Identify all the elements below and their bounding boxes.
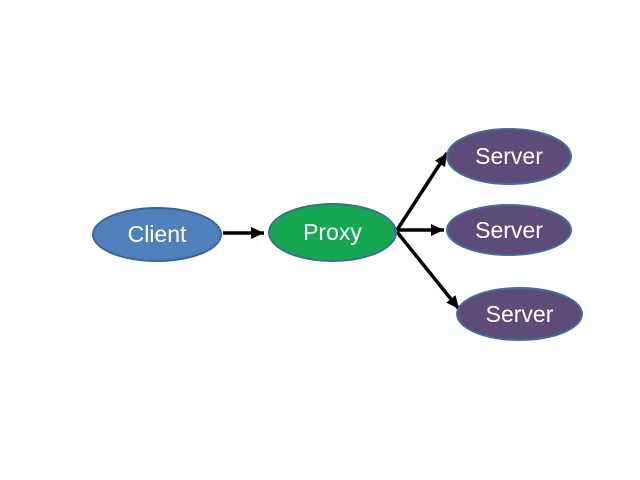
- node-server-3: Server: [456, 287, 583, 341]
- node-server-2: Server: [446, 204, 572, 256]
- node-client-label: Client: [127, 221, 187, 247]
- node-proxy-label: Proxy: [303, 219, 362, 245]
- node-proxy: Proxy: [268, 203, 397, 262]
- node-client: Client: [92, 207, 222, 262]
- node-server-3-label: Server: [485, 300, 554, 327]
- edge-proxy-server3-arrow: [395, 230, 461, 311]
- node-server-1-label: Server: [475, 143, 543, 169]
- node-server-2-label: Server: [475, 216, 543, 243]
- edge-proxy-server1-arrow: [395, 152, 449, 231]
- node-server-1: Server: [446, 128, 572, 185]
